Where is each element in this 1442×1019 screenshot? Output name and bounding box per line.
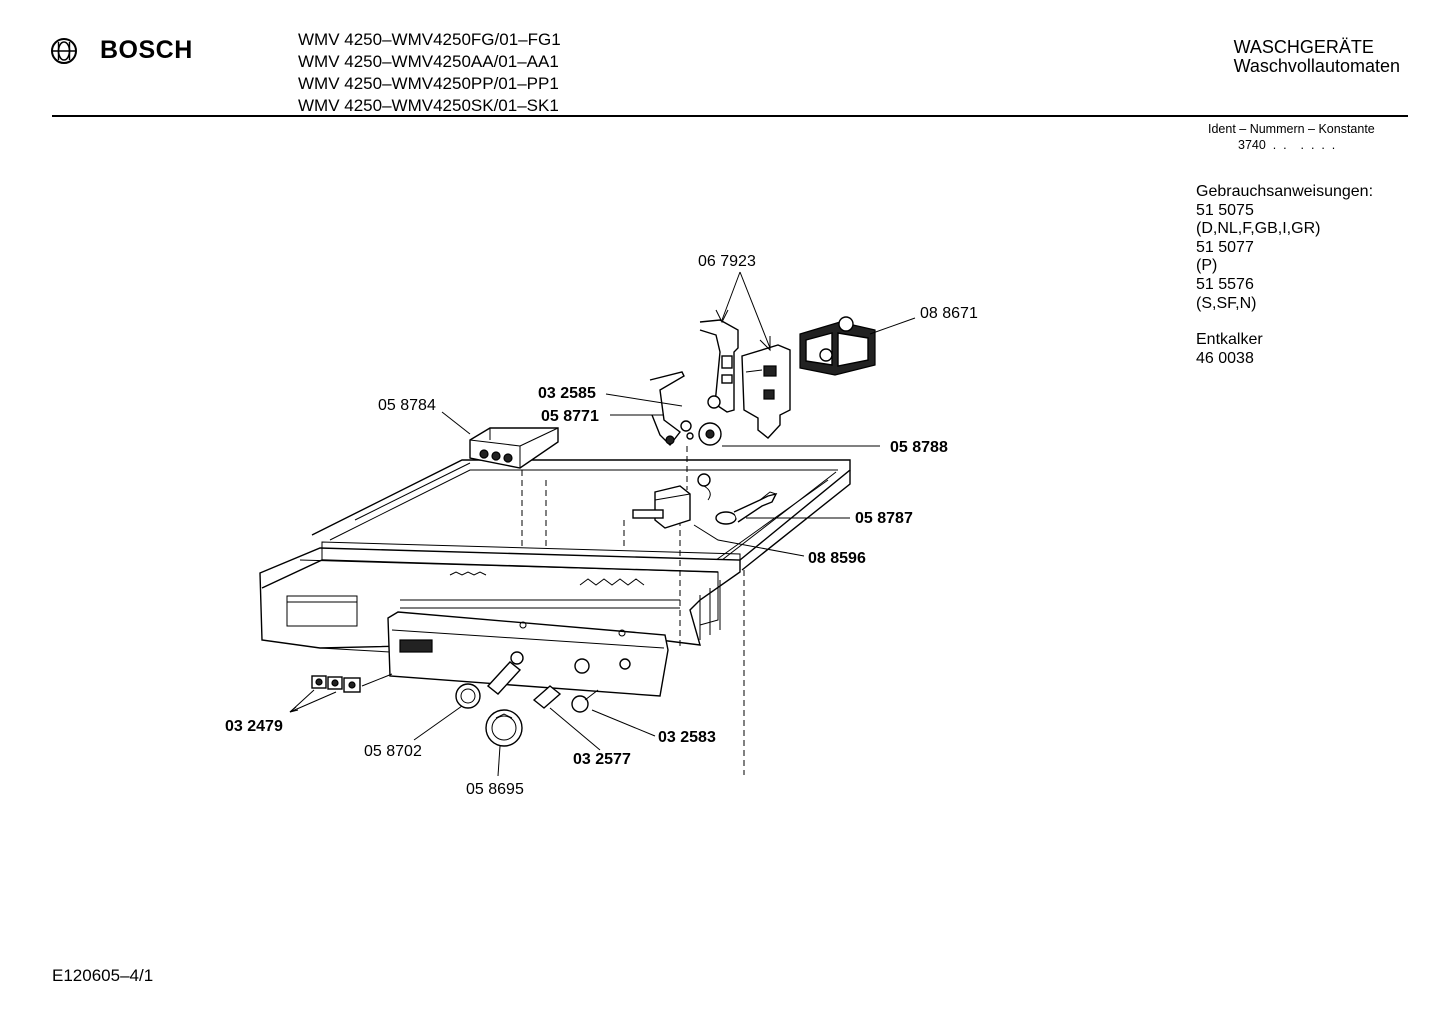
- manual-entry: 51 5075: [1196, 201, 1254, 219]
- lever-part: [649, 371, 685, 447]
- ident-label: Ident – Nummern – Konstante: [1208, 122, 1375, 136]
- relay-coil: [799, 316, 876, 376]
- part-label: 05 8695: [466, 781, 524, 798]
- notes-block: Gebrauchsanweisungen: 51 5075 (D,NL,F,GB…: [1196, 183, 1373, 368]
- part-label: 05 8787: [855, 510, 913, 527]
- ident-value: 3740 . . . . . .: [1238, 138, 1336, 152]
- manual-entry: (P): [1196, 257, 1218, 275]
- bosch-armature-icon: [51, 37, 77, 64]
- part-label: 05 8784: [378, 397, 436, 414]
- drawing-id: E120605–4/1: [52, 966, 154, 985]
- part-label: 05 8702: [364, 743, 422, 760]
- terminal-set: [311, 673, 393, 693]
- part-label: 03 2577: [573, 751, 631, 768]
- leader-lines: [289, 271, 916, 777]
- category-title: WASCHGERÄTE: [1233, 37, 1374, 57]
- lamp-holder: [715, 491, 778, 525]
- front-plate: [387, 611, 669, 697]
- descaler-title: Entkalker: [1196, 331, 1263, 349]
- category-subtitle: Waschvollautomaten: [1233, 56, 1400, 76]
- manual-entry: (S,SF,N): [1196, 294, 1257, 312]
- manual-entry: 51 5077: [1196, 238, 1254, 256]
- model-line: WMV 4250–WMV4250SK/01–SK1: [298, 96, 559, 115]
- descaler-code: 46 0038: [1196, 349, 1254, 367]
- brand-logo: BOSCH: [50, 36, 193, 65]
- manual-entry: (D,NL,F,GB,I,GR): [1196, 220, 1321, 238]
- brand-name: BOSCH: [100, 36, 193, 64]
- knob-large: [485, 709, 523, 747]
- header-divider: [52, 115, 1408, 117]
- manuals-title: Gebrauchsanweisungen:: [1196, 183, 1374, 200]
- model-list: WMV 4250–WMV4250FG/01–FG1 WMV 4250–WMV42…: [298, 29, 561, 117]
- model-line: WMV 4250–WMV4250FG/01–FG1: [298, 30, 561, 49]
- part-label: 08 8671: [920, 305, 978, 322]
- selector-bushing: [679, 420, 722, 650]
- part-label: 03 2583: [658, 729, 716, 746]
- part-label: 05 8788: [890, 439, 948, 456]
- knob-small: [455, 651, 524, 709]
- part-label: 03 2479: [225, 718, 283, 735]
- cabinet-top-frame: [311, 459, 851, 775]
- rotary-switch: [623, 473, 711, 548]
- ident-block: Ident – Nummern – Konstante 3740 . . . .…: [1208, 121, 1375, 153]
- model-line: WMV 4250–WMV4250PP/01–PP1: [298, 74, 559, 93]
- manual-entry: 51 5576: [1196, 275, 1254, 293]
- part-label: 03 2585: [538, 385, 596, 402]
- part-label: 06 7923: [698, 253, 756, 270]
- part-label: 08 8596: [808, 550, 866, 567]
- bracket-assembly: [699, 319, 791, 439]
- control-panel-fascia: [259, 541, 741, 653]
- push-button: [532, 685, 599, 713]
- category-block: WASCHGERÄTE Waschvollautomaten: [1234, 38, 1400, 76]
- switch-block: [469, 427, 559, 548]
- part-label: 05 8771: [541, 408, 599, 425]
- model-line: WMV 4250–WMV4250AA/01–AA1: [298, 52, 559, 71]
